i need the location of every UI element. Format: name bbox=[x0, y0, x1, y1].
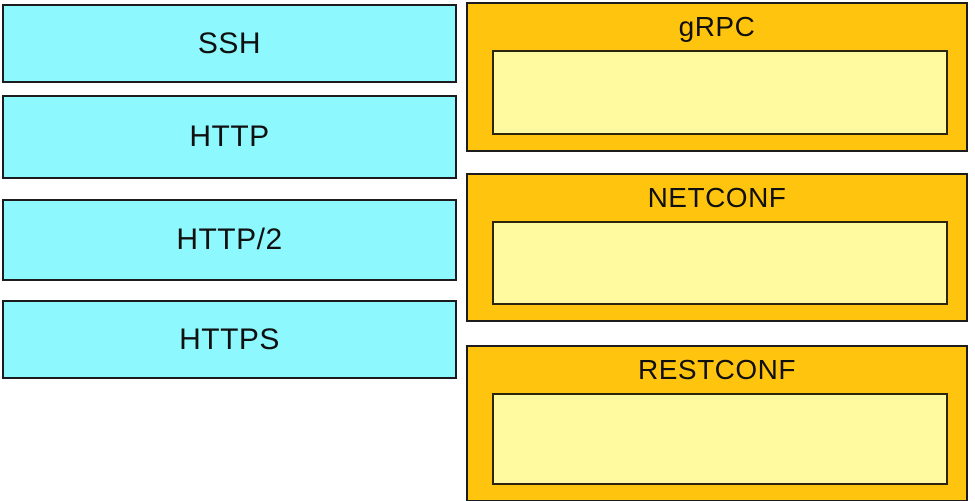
drag-option-label: HTTP/2 bbox=[176, 223, 283, 256]
drag-option-ssh[interactable]: SSH bbox=[2, 4, 457, 83]
drag-option-https[interactable]: HTTPS bbox=[2, 300, 457, 379]
drop-target-restconf: RESTCONF bbox=[466, 345, 968, 501]
drop-zone-netconf[interactable] bbox=[492, 221, 948, 305]
drop-zone-restconf[interactable] bbox=[492, 393, 948, 485]
drop-target-title: NETCONF bbox=[647, 182, 787, 213]
drag-option-http2[interactable]: HTTP/2 bbox=[2, 199, 457, 281]
drop-target-netconf: NETCONF bbox=[466, 173, 968, 322]
drag-option-label: HTTP bbox=[189, 120, 270, 153]
drop-target-grpc: gRPC bbox=[466, 2, 968, 152]
drop-zone-grpc[interactable] bbox=[492, 50, 948, 135]
drag-option-label: HTTPS bbox=[179, 322, 280, 356]
drop-target-title: gRPC bbox=[678, 11, 756, 42]
drop-target-title: RESTCONF bbox=[638, 354, 796, 385]
drag-option-label: SSH bbox=[197, 26, 262, 60]
drag-option-http[interactable]: HTTP bbox=[2, 95, 457, 179]
